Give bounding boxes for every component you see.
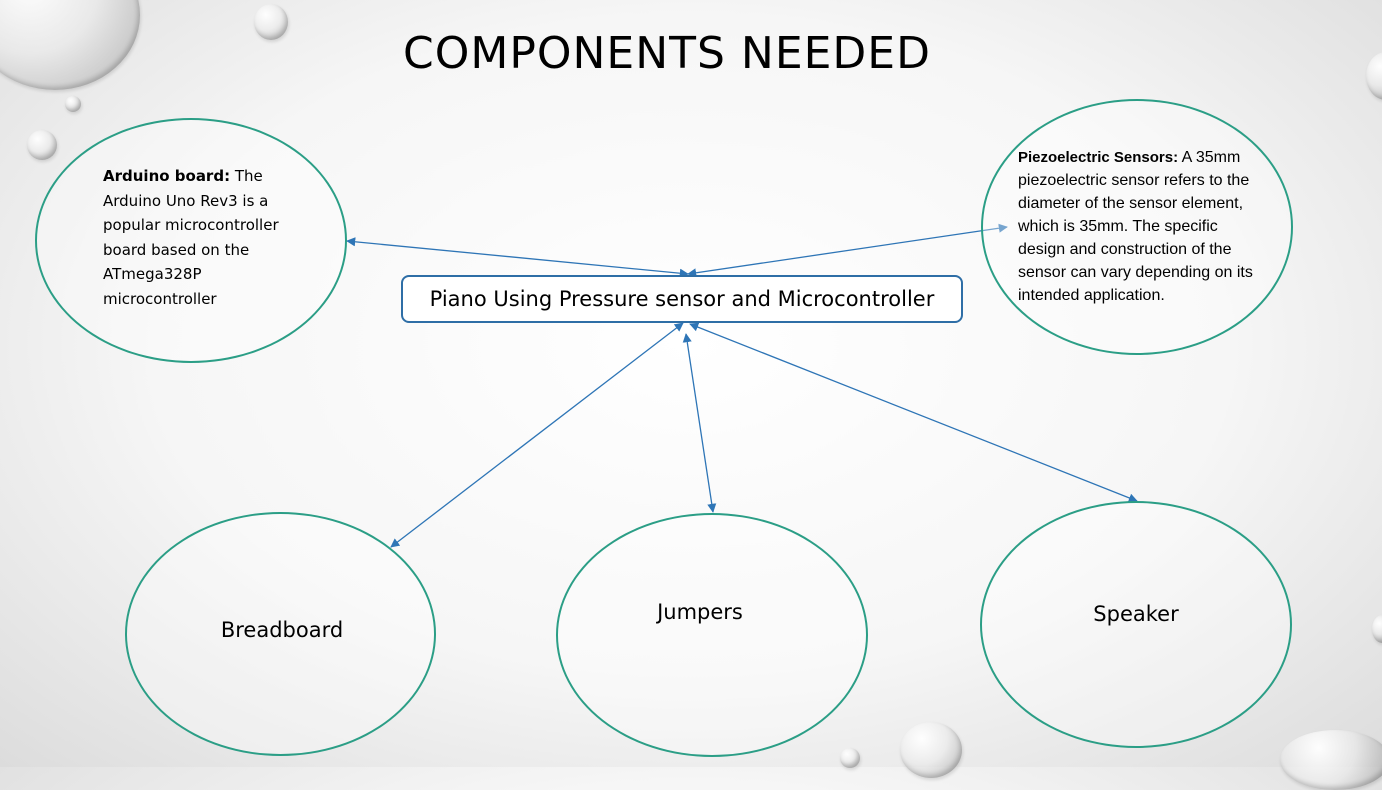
piezoelectric-sensor-node xyxy=(981,99,1293,355)
piezo-line: intended application. xyxy=(1018,287,1165,304)
piezo-line: sensor can vary depending on its xyxy=(1018,264,1253,281)
water-droplet-decoration xyxy=(27,130,57,160)
arduino-board-heading: Arduino board: xyxy=(103,167,231,185)
connector-layer xyxy=(346,223,1138,548)
piezo-line: which is 35mm. The specific xyxy=(1018,218,1218,235)
connector-speaker xyxy=(689,322,1138,503)
water-droplet-decoration xyxy=(1366,52,1382,100)
arduino-line: ATmega328P xyxy=(103,265,202,283)
arduino-line: The xyxy=(234,167,263,185)
connector-piezo xyxy=(687,223,1008,278)
arduino-line: board based on the xyxy=(103,240,250,259)
piezo-line: design and construction of the xyxy=(1018,241,1232,258)
arduino-line: microcontroller xyxy=(103,289,217,308)
breadboard-node xyxy=(125,512,436,756)
piezo-line: A 35mm xyxy=(1181,149,1241,166)
jumpers-label: Jumpers xyxy=(657,600,743,624)
water-droplet-decoration xyxy=(1372,615,1382,643)
speaker-label: Speaker xyxy=(1093,602,1179,626)
arduino-line: Arduino Uno Rev3 is a xyxy=(103,191,269,210)
connector-breadboard xyxy=(390,322,684,548)
slide-title: COMPONENTS NEEDED xyxy=(403,28,931,79)
connector-arduino xyxy=(346,237,689,278)
connector-jumpers xyxy=(682,333,717,513)
water-droplet-decoration xyxy=(840,748,860,768)
project-title-label: Piano Using Pressure sensor and Microcon… xyxy=(429,287,935,311)
jumpers-node xyxy=(556,513,868,757)
breadboard-label: Breadboard xyxy=(220,618,344,642)
project-title-node: Piano Using Pressure sensor and Microcon… xyxy=(401,275,963,323)
speaker-node xyxy=(980,501,1292,748)
water-droplet-decoration xyxy=(65,96,81,112)
piezoelectric-sensor-description: Piezoelectric Sensors: A 35mm piezoelect… xyxy=(1018,146,1280,307)
water-droplet-decoration xyxy=(254,4,288,40)
piezoelectric-sensor-heading: Piezoelectric Sensors: xyxy=(1018,149,1179,166)
arduino-line: popular microcontroller xyxy=(103,216,279,234)
arduino-board-node xyxy=(35,118,347,363)
piezo-line: diameter of the sensor element, xyxy=(1018,195,1244,212)
piezo-line: piezoelectric sensor refers to the xyxy=(1018,172,1250,189)
arduino-board-description: Arduino board: The Arduino Uno Rev3 is a… xyxy=(103,164,293,311)
